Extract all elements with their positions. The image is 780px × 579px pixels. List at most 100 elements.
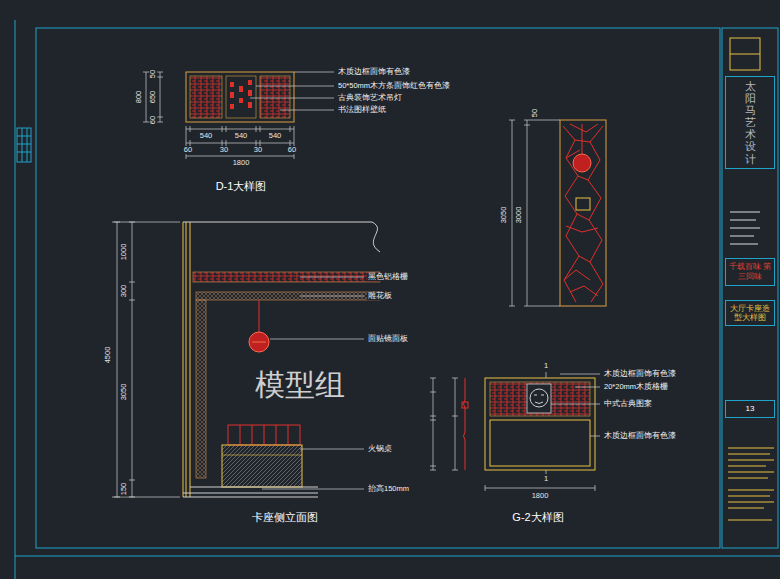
tall-panel-part-part [530, 120, 560, 121]
d1-detail-part-part [186, 156, 294, 157]
dimension-text: 800 [135, 90, 143, 105]
g2-detail-part-part [485, 488, 595, 489]
d1-detail-part-part [157, 72, 163, 122]
g2-detail-part-part [455, 378, 456, 470]
g2-detail-part [490, 420, 590, 466]
booth-elevation-part-part [228, 425, 300, 445]
dimension-text: 150 [120, 482, 128, 497]
g2-detail-part [485, 378, 595, 470]
g2-detail-part-part [452, 378, 458, 470]
d1-detail-part-part [250, 72, 334, 110]
booth-elevation-part-part [183, 222, 372, 223]
figure-title: 卡座侧立面图 [251, 512, 319, 523]
g2-detail-part-part [546, 372, 547, 378]
d1-detail-part [143, 72, 334, 159]
title-block-art-part-part [730, 219, 756, 221]
booth-elevation-part [228, 425, 300, 445]
d1-detail-part-part [239, 86, 243, 92]
callout-text: 木质边框面饰有色漆 [603, 432, 677, 440]
d1-detail-part [190, 76, 222, 118]
studio-name-cell: 太阳马艺术设计 [725, 76, 775, 169]
booth-elevation-part-part [114, 222, 120, 497]
sheet-frame-part [17, 128, 31, 162]
booth-elevation-part [249, 332, 269, 352]
d1-detail-part [260, 76, 290, 118]
booth-elevation-part-part [190, 487, 318, 488]
callout-text: 木质边框面饰有色漆 [603, 370, 677, 378]
dimension-text: 30 [219, 146, 229, 154]
booth-elevation-part-part [186, 222, 187, 497]
callout-text: 中式古典图案 [603, 400, 653, 408]
g2-detail-part [527, 384, 551, 413]
dimension-text: 1800 [531, 492, 550, 500]
tall-panel-part [576, 198, 590, 210]
dimension-text: 50 [149, 69, 157, 79]
dimension-text: 50 [531, 108, 539, 118]
d1-detail-part-part [143, 72, 149, 122]
booth-elevation-part-part [183, 497, 318, 498]
sheet-frame-part [17, 152, 31, 153]
booth-elevation-part [222, 455, 302, 456]
tall-panel-part-part [588, 126, 603, 302]
project-name-cell: 千载百味 第三回味 [725, 258, 775, 286]
title-block-art-part-part [728, 520, 772, 521]
title-block-art-part-part [728, 508, 764, 509]
d1-detail-part [186, 72, 294, 122]
d1-detail-part [226, 76, 256, 118]
d1-detail-part [230, 80, 252, 109]
d1-detail-part-part [248, 80, 252, 85]
title-block-art-part-part [728, 472, 774, 473]
g2-detail-part-part [485, 485, 595, 491]
dimension-text: 3050 [120, 383, 128, 402]
figure-title: G-2大样图 [511, 512, 564, 523]
booth-elevation-part-part [117, 222, 118, 497]
sheet-frame-part [15, 20, 16, 579]
dimension-text: 30 [253, 146, 263, 154]
tall-panel-part-part [566, 124, 598, 296]
title-block-art-part [730, 38, 760, 70]
dimension-text: 540 [199, 132, 214, 140]
d1-detail-part-part [186, 129, 294, 130]
title-block-art-part-part [728, 490, 774, 491]
g2-detail [430, 372, 600, 491]
g2-detail-part [530, 389, 548, 407]
tall-panel-part-part [564, 140, 590, 280]
sheet-frame-part [722, 28, 778, 548]
booth-elevation-part [183, 222, 190, 497]
title-block-art-part-part [730, 235, 754, 237]
d1-detail [143, 72, 334, 159]
title-block-text: 13 [728, 404, 772, 414]
callout-text: 木质边框面饰有色漆 [337, 68, 411, 76]
g2-detail-part [464, 378, 466, 470]
booth-elevation-part [259, 300, 260, 332]
dimension-text: 60 [183, 146, 193, 154]
g2-detail-part [534, 395, 544, 404]
sheet-frame-part [36, 28, 720, 548]
tall-panel-part [582, 124, 583, 154]
drawing-name-cell: 大厅卡座造型大样图 [725, 300, 775, 326]
tall-panel [509, 120, 606, 306]
d1-detail-part-part [186, 143, 294, 144]
sheet-number-cell: 13 [725, 400, 775, 418]
title-block-text: 千载百味 第三回味 [728, 262, 772, 281]
title-block-art-part-part [728, 502, 774, 503]
sheet-frame-part [22, 128, 23, 162]
d1-detail-part-part [186, 126, 294, 159]
booth-elevation-part [112, 222, 364, 497]
callout-text: 雕花板 [367, 292, 393, 300]
tall-panel-part [509, 120, 560, 306]
callout-text: 古典装饰艺术吊灯 [337, 94, 403, 102]
title-block-art-part-part [728, 466, 766, 467]
g2-detail-part [462, 402, 468, 408]
title-block-art-part-part [728, 496, 770, 497]
callout-text: 50*50mm木方条面饰红色有色漆 [337, 82, 451, 90]
tall-panel-part [573, 154, 591, 172]
dimension-text: 300 [120, 284, 128, 299]
callout-text: 火锅桌 [367, 445, 393, 453]
title-block-art-part-part [730, 227, 760, 229]
title-block-art-part-part [728, 460, 774, 461]
d1-detail-part-part [146, 72, 147, 122]
watermark: 模型组 [254, 370, 346, 400]
dimension-text: 60 [287, 146, 297, 154]
